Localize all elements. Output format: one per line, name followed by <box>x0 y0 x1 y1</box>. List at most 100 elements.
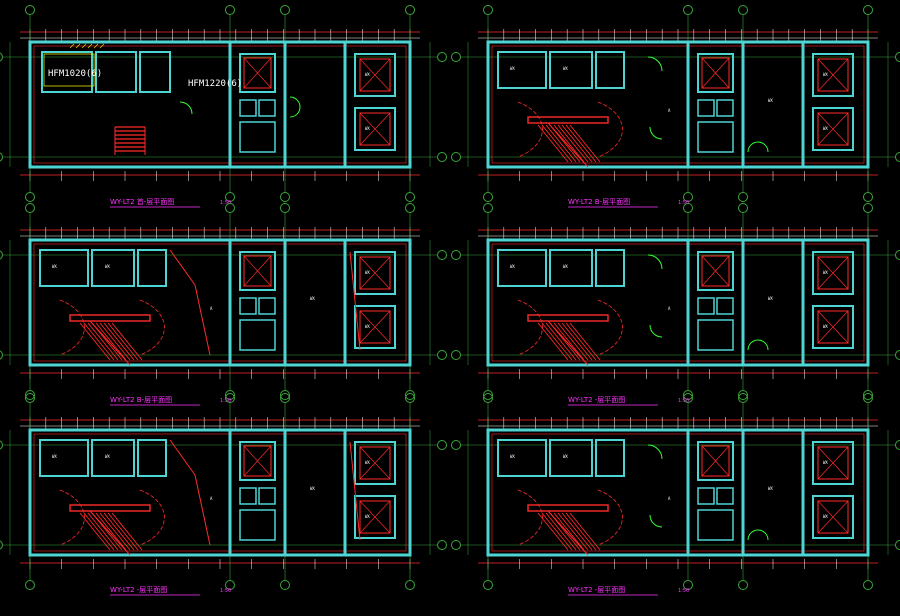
grid-bubble-bottom <box>280 390 290 400</box>
stair-edge <box>547 320 589 366</box>
grid-bubble-bottom <box>863 192 873 202</box>
stair-tread <box>95 512 127 551</box>
room-top <box>595 439 625 477</box>
door-swing <box>179 101 193 115</box>
stair-tread <box>569 124 601 163</box>
elevator-label: WX <box>823 72 828 77</box>
grid-bubble-right <box>437 440 447 450</box>
stair-landing-arc <box>139 299 165 356</box>
stair-tread <box>553 322 585 361</box>
elevator-cross <box>701 255 730 287</box>
elevator-car <box>359 112 391 146</box>
exterior-wall <box>486 40 870 169</box>
elevator-car <box>817 500 849 534</box>
elevator-label: WX <box>823 126 828 131</box>
elevator-label: WX <box>823 460 828 465</box>
grid-bubble-top <box>863 5 873 15</box>
room-top-left <box>497 439 547 477</box>
grid-bubble-top <box>683 393 693 403</box>
stair-landing-bar <box>527 314 609 322</box>
finish-line <box>33 45 407 164</box>
room-top-left <box>41 51 93 93</box>
stair-landing-bar <box>69 314 151 322</box>
plan-title: WY-LT2 B-层平面图 <box>110 396 172 404</box>
hatch <box>93 43 99 49</box>
elevator-car-middle <box>243 445 272 477</box>
elevator-cross <box>817 446 849 480</box>
small-room <box>697 487 715 505</box>
grid-bubble-left <box>0 440 3 450</box>
door-label: HFM1220(6) <box>188 79 242 89</box>
small-room <box>258 487 276 505</box>
elevator-car <box>817 446 849 480</box>
stair-landing-bar <box>69 504 151 512</box>
grid-bubble-top <box>863 393 873 403</box>
hatch <box>75 43 81 49</box>
elevator-shaft <box>354 441 396 485</box>
room-top-left <box>497 249 547 287</box>
grid-bubble-top <box>280 203 290 213</box>
stair-tread <box>545 124 577 163</box>
room-top <box>139 51 171 93</box>
stair-tread <box>557 124 589 163</box>
stair-tread <box>545 512 577 551</box>
stair-edge <box>547 122 589 168</box>
elevator-cross <box>817 256 849 290</box>
stair-landing-bar <box>527 504 609 512</box>
room-top <box>549 51 593 89</box>
grid-bubble-left <box>0 52 3 62</box>
elevator-cross <box>701 445 730 477</box>
plan-scale: 1:50 <box>678 588 689 594</box>
plan-scale: 1:50 <box>220 200 231 206</box>
grid-bubble-bottom <box>683 192 693 202</box>
elevator-shaft-middle <box>697 441 734 481</box>
stair-tread <box>565 124 597 163</box>
stair-landing-arc <box>597 299 623 356</box>
elevator-label: WX <box>365 126 370 131</box>
stair-tread <box>83 322 115 361</box>
elevator-label: WX <box>823 324 828 329</box>
elevator-cross <box>359 112 391 146</box>
room-top-left <box>497 51 547 89</box>
room-tag: WX <box>510 454 515 459</box>
door-swing <box>649 126 663 140</box>
elevator-car <box>817 256 849 290</box>
hatch <box>87 43 93 49</box>
elevator-car-middle <box>243 255 272 287</box>
stair-tread <box>107 322 139 361</box>
grid-bubble-top <box>483 393 493 403</box>
stair-tread <box>569 512 601 551</box>
lobby-room <box>697 121 734 153</box>
stair-landing-bar <box>527 116 609 124</box>
finish-line <box>491 243 865 362</box>
grid-bubble-bottom <box>405 580 415 590</box>
grid-bubble-top <box>738 203 748 213</box>
door-swing <box>647 254 663 270</box>
grid-bubble-top <box>863 203 873 213</box>
grid-bubble-top <box>280 5 290 15</box>
grid-bubble-right <box>437 152 447 162</box>
hatch <box>81 43 87 49</box>
elevator-shaft-middle <box>697 53 734 93</box>
elevator-label: WX <box>823 514 828 519</box>
elevator-cross <box>359 500 391 534</box>
room-tag: A <box>668 496 671 501</box>
room-top-left <box>39 249 89 287</box>
grid-bubble-bottom <box>738 192 748 202</box>
door-swing <box>289 96 301 118</box>
elevator-car <box>359 58 391 92</box>
room-top <box>549 249 593 287</box>
elevator-cross <box>243 57 272 89</box>
grid-bubble-top <box>483 203 493 213</box>
stair-landing-arc <box>517 101 543 158</box>
stair-tread <box>565 512 597 551</box>
elevator-shaft-middle <box>239 251 276 291</box>
elevator-label: WX <box>365 324 370 329</box>
elevator-shaft-middle <box>239 441 276 481</box>
elevator-label: WX <box>365 270 370 275</box>
elevator-shaft <box>812 495 854 539</box>
elevator-shaft <box>354 251 396 295</box>
lobby-room <box>239 121 276 153</box>
